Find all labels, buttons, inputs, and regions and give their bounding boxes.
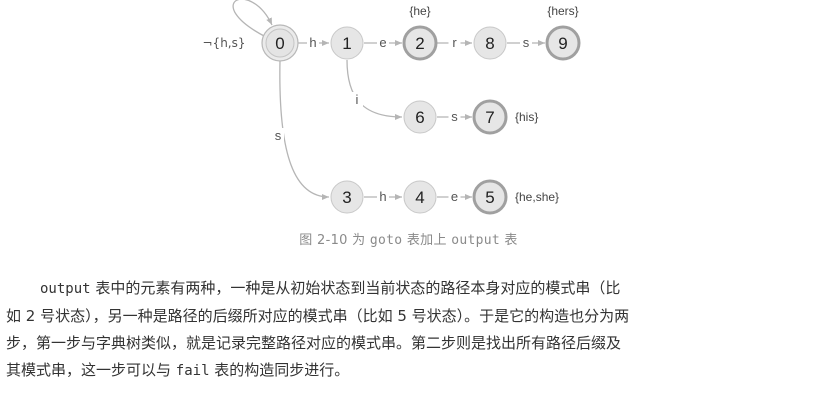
state-9: 9 xyxy=(545,25,581,61)
transition-2-8-label-bg xyxy=(448,35,461,50)
state-0: 0 xyxy=(261,24,299,62)
state-1: 1 xyxy=(330,26,364,60)
output-7: {his} xyxy=(515,110,538,124)
transition-2-8-label: r xyxy=(452,35,457,50)
paragraph-line-4-text: 其模式串，这一步可以与 xyxy=(6,361,176,379)
state-7-circle xyxy=(472,99,508,135)
transition-1-6 xyxy=(346,59,403,120)
transition-1-6-label-bg xyxy=(351,92,363,107)
state-4-circle xyxy=(403,180,437,214)
transition-8-9-label: s xyxy=(523,35,530,50)
state-8-circle xyxy=(473,26,507,60)
caption-goto: goto xyxy=(369,233,403,248)
state-1-label: 1 xyxy=(342,34,351,53)
caption-prefix: 图 2-10 为 xyxy=(299,233,370,248)
transition-3-4-label-bg xyxy=(377,189,389,204)
state-0-circle xyxy=(265,28,295,58)
transition-0-1-label: h xyxy=(309,35,316,50)
state-3-label: 3 xyxy=(342,188,351,207)
state-7: 7 xyxy=(472,99,508,135)
state-2-label: 2 xyxy=(415,34,424,53)
state-9-circle xyxy=(545,25,581,61)
inline-code-output: output xyxy=(40,281,91,297)
state-3: 3 xyxy=(330,180,364,214)
state-6-label: 6 xyxy=(415,108,424,127)
state-8-label: 8 xyxy=(485,34,494,53)
output-5: {he,she} xyxy=(515,190,559,204)
state-8: 8 xyxy=(473,26,507,60)
state-2: 2 xyxy=(402,25,438,61)
state-9-label: 9 xyxy=(558,34,567,53)
state-6: 6 xyxy=(403,100,437,134)
figure-caption: 图 2-10 为 goto 表加上 output 表 xyxy=(0,229,817,248)
paragraph-line-2: 如 2 号状态），另一种是路径的后缀所对应的模式串（比如 5 号状态）。于是它的… xyxy=(6,307,630,325)
self-loop-0 xyxy=(232,0,273,38)
paragraph-line-4-end: 表的构造同步进行。 xyxy=(209,361,350,379)
state-6-circle xyxy=(403,100,437,134)
caption-output: output xyxy=(451,233,500,248)
output-2: {he} xyxy=(409,4,430,18)
output-9: {hers} xyxy=(547,4,578,18)
state-2-circle xyxy=(402,25,438,61)
self-loop-label: ¬{h,s} xyxy=(203,36,246,50)
transition-8-9-label-bg xyxy=(520,35,532,50)
caption-middle: 表加上 xyxy=(402,233,452,248)
transition-3-4-label: h xyxy=(379,189,386,204)
automaton-diagram: 0 1 2 8 9 6 7 3 4 5 h e r s i s s h e ¬{h,s} {he} {he,she} {h… xyxy=(203,0,581,215)
state-3-circle xyxy=(330,180,364,214)
transition-0-3-label: s xyxy=(275,128,282,143)
inline-code-fail: fail xyxy=(175,363,210,379)
state-4-label: 4 xyxy=(415,188,424,207)
transition-1-2-label-bg xyxy=(377,35,389,50)
paragraph-line-1-text: 表中的元素有两种，一种是从初始状态到当前状态的路径本身对应的模式串（比 xyxy=(90,279,621,297)
state-1-circle xyxy=(330,26,364,60)
transition-0-3-label-bg xyxy=(272,128,284,143)
goto-output-automaton-figure: 0 1 2 8 9 6 7 3 4 5 h e r s i s s h e ¬{h,s} {he} {he,she} {h… xyxy=(203,0,581,215)
transition-6-7-label: s xyxy=(451,109,458,124)
transition-1-2-label: e xyxy=(379,35,386,50)
body-paragraph: output 表中的元素有两种，一种是从初始状态到当前状态的路径本身对应的模式串… xyxy=(6,275,796,385)
state-5-label: 5 xyxy=(485,188,494,207)
transition-0-3 xyxy=(279,59,330,200)
state-5: 5 xyxy=(472,179,508,215)
state-0-label: 0 xyxy=(275,34,284,53)
state-7-label: 7 xyxy=(485,108,494,127)
paragraph-line-1: output 表中的元素有两种，一种是从初始状态到当前状态的路径本身对应的模式串… xyxy=(6,275,796,303)
transition-1-6-label: i xyxy=(356,92,359,107)
paragraph-line-3: 步，第一步与字典树类似，就是记录完整路径对应的模式串。第二步则是找出所有路径后缀… xyxy=(6,334,622,352)
caption-suffix: 表 xyxy=(499,233,518,248)
transition-4-5-label-bg xyxy=(448,189,461,204)
state-4: 4 xyxy=(403,180,437,214)
paragraph-line-4: 其模式串，这一步可以与 fail 表的构造同步进行。 xyxy=(6,357,796,385)
transition-6-7-label-bg xyxy=(448,109,461,124)
state-5-circle xyxy=(472,179,508,215)
transition-4-5-label: e xyxy=(451,189,458,204)
transition-0-1-label-bg xyxy=(307,35,319,50)
